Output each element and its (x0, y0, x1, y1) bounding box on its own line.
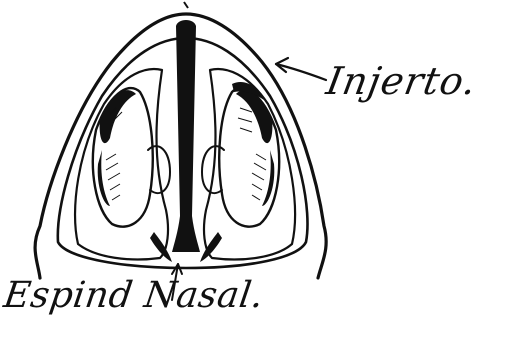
top-mark (184, 2, 188, 8)
graft-strut (172, 20, 200, 252)
label-espina-nasal: Espind Nasal. (1, 278, 265, 314)
label-injerto: Injerto. (324, 62, 480, 100)
injerto-arrow (276, 58, 326, 80)
